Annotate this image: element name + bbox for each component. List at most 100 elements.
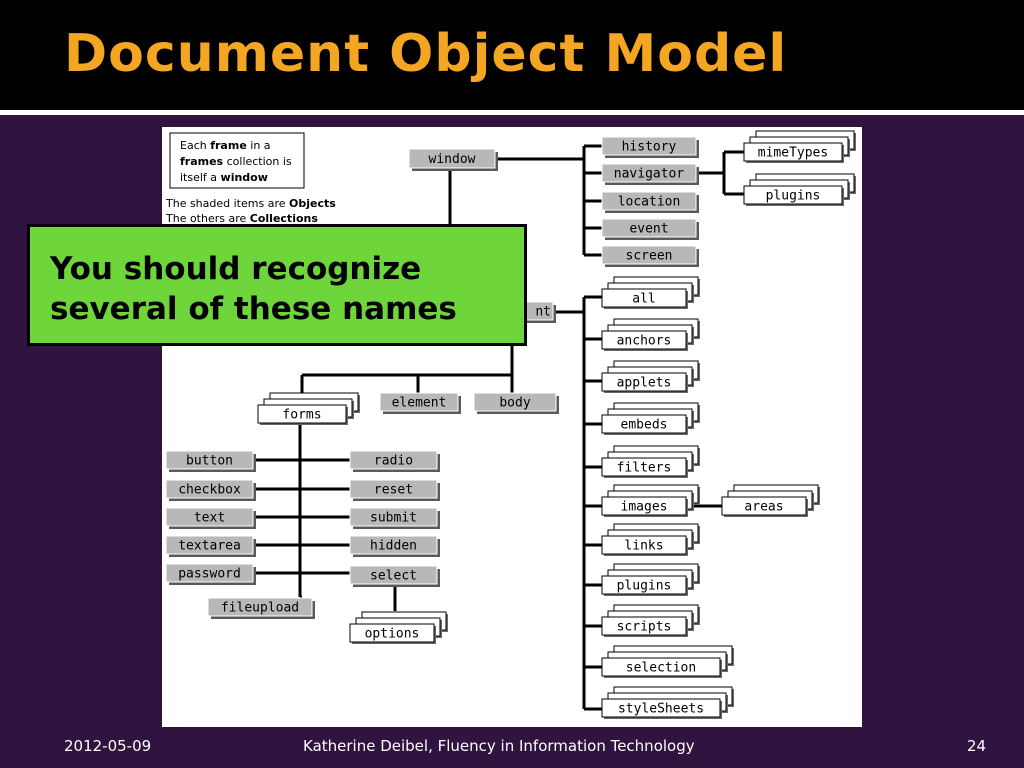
legend-objects-line: The shaded items are Objects [165, 197, 336, 210]
collection-node-all: all [601, 276, 700, 309]
object-node-select: select [349, 565, 440, 587]
node-box [601, 330, 687, 350]
node-box [601, 163, 697, 183]
node-label: anchors [617, 334, 672, 349]
collection-node-areas: areas [721, 484, 820, 517]
node-box [601, 457, 687, 477]
frame-note-line-3: itself a window [180, 171, 268, 184]
node-label: navigator [614, 167, 685, 182]
node-box [257, 404, 347, 424]
frame-note-line-1: Each frame in a [180, 139, 271, 152]
collection-node-images: images [601, 484, 700, 517]
node-label: forms [282, 408, 321, 423]
node-box [349, 479, 438, 499]
node-box [601, 372, 687, 392]
node-box [721, 496, 807, 516]
object-node-navigator: navigator [601, 163, 699, 185]
object-node-password: password [165, 563, 256, 585]
node-label: images [621, 500, 668, 515]
node-box [601, 657, 721, 677]
legend-text-run: Collections [250, 212, 319, 225]
object-node-hidden: hidden [349, 535, 440, 557]
collection-node-forms: forms [257, 392, 360, 425]
legend-text-run: The shaded items are [165, 197, 289, 210]
object-node-location: location [601, 191, 699, 213]
node-label: all [632, 292, 655, 307]
node-box [601, 414, 687, 434]
legend-text-run: The others are [165, 212, 250, 225]
object-node-element: element [379, 392, 461, 414]
legend-text-run: frames [180, 155, 224, 168]
node-box [349, 450, 438, 470]
callout-line-2: several of these names [50, 291, 457, 327]
node-box [601, 288, 687, 308]
node-label: embeds [621, 418, 668, 433]
node-label: scripts [617, 620, 672, 635]
node-label: hidden [370, 539, 417, 554]
legend-text-run: collection is [223, 155, 292, 168]
node-label-fragment: nt [535, 305, 551, 320]
object-node-history: history [601, 136, 699, 158]
node-label: checkbox [178, 483, 241, 498]
node-box [601, 616, 687, 636]
node-label: history [622, 140, 677, 155]
frame-note-line-2: frames collection is [180, 155, 292, 168]
node-box [473, 392, 557, 412]
object-node-checkbox: checkbox [165, 479, 256, 501]
node-label: element [392, 396, 447, 411]
node-box [408, 148, 496, 169]
object-node-screen: screen [601, 245, 699, 267]
node-box [165, 563, 254, 583]
node-label: textarea [178, 539, 241, 554]
collection-node-selection: selection [601, 645, 734, 678]
footer-page-number: 24 [967, 737, 987, 755]
object-node-window: window [408, 148, 498, 171]
node-box [601, 245, 697, 265]
collection-node-scripts: scripts [601, 604, 700, 637]
node-label: filters [617, 461, 672, 476]
node-label: body [499, 396, 530, 411]
node-box [349, 565, 438, 585]
node-label: location [618, 195, 681, 210]
node-box [601, 698, 721, 718]
object-node-textarea: textarea [165, 535, 256, 557]
node-box [743, 185, 843, 205]
legend-text-run: Each [180, 139, 210, 152]
node-label: password [178, 567, 241, 582]
node-box [601, 191, 697, 211]
callout-line-1: You should recognize [50, 251, 422, 287]
object-node-reset: reset [349, 479, 440, 501]
legend-text-run: window [221, 171, 268, 184]
node-label: areas [744, 500, 783, 515]
legend-collections-line: The others are Collections [165, 212, 318, 225]
node-box [379, 392, 459, 412]
collection-node-plugins: plugins [601, 563, 700, 596]
node-box [207, 597, 313, 617]
node-label: styleSheets [618, 702, 704, 717]
node-box [165, 535, 254, 555]
node-label: event [629, 222, 668, 237]
node-label: applets [617, 376, 672, 391]
collection-node-stylesheets: styleSheets [601, 686, 734, 719]
node-label: links [624, 539, 663, 554]
node-label: reset [374, 483, 413, 498]
object-node-submit: submit [349, 507, 440, 529]
node-box [165, 507, 254, 527]
node-box [349, 507, 438, 527]
node-box [349, 623, 435, 643]
object-node-fileupload: fileupload [207, 597, 315, 619]
node-label: submit [370, 511, 417, 526]
collection-node-filters: filters [601, 445, 700, 478]
node-label: plugins [766, 189, 821, 204]
callout-box: You should recognize several of these na… [27, 224, 527, 346]
footer-date: 2012-05-09 [64, 737, 152, 755]
slide-title: Document Object Model [64, 24, 788, 84]
node-label: fileupload [221, 601, 299, 616]
node-label: options [365, 627, 420, 642]
collection-node-plugins: plugins [743, 173, 856, 206]
legend-text-run: frame [210, 139, 247, 152]
object-node-text: text [165, 507, 256, 529]
node-label: select [370, 569, 417, 584]
node-label: radio [374, 454, 413, 469]
object-node-event: event [601, 218, 699, 240]
